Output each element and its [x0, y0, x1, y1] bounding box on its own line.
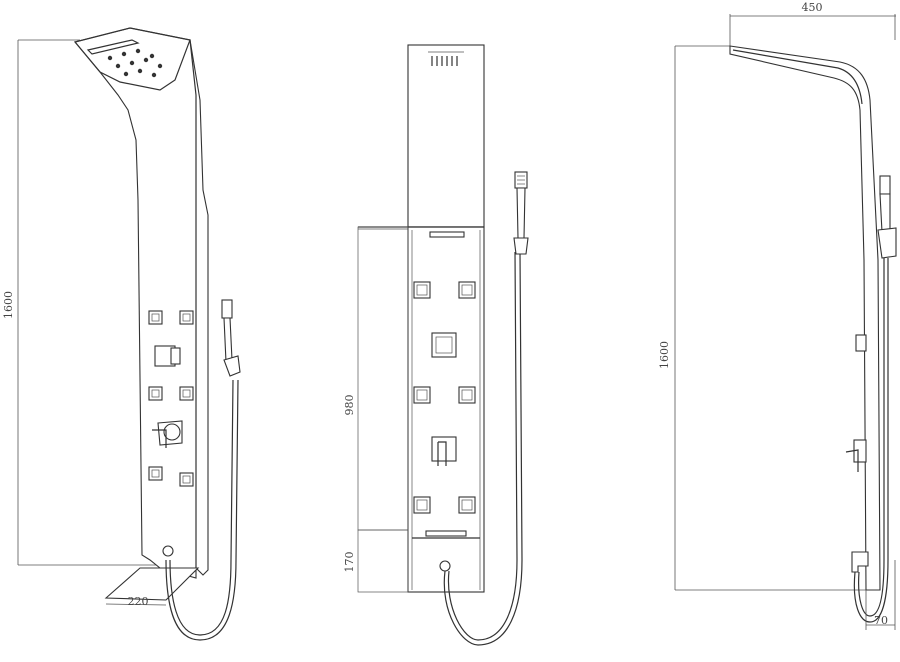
left-nozzle-dots: [107, 48, 163, 78]
right-hose-connector: [851, 551, 869, 573]
left-diverter-knob: [154, 345, 181, 367]
middle-upper-column: [407, 44, 485, 228]
left-panel-edge: [189, 39, 197, 570]
middle-mixer: [431, 436, 457, 466]
middle-hose: [443, 251, 523, 646]
middle-top-nozzles: [428, 51, 464, 66]
middle-top-bar: [429, 231, 465, 238]
middle-hand-shower: [513, 171, 529, 255]
middle-dim-box-upper: [357, 226, 409, 531]
left-height-label: 1600: [2, 291, 15, 319]
left-hand-shower: [221, 299, 241, 377]
left-mixer-lever: [152, 420, 183, 448]
right-panel-profile: [729, 45, 881, 591]
middle-height-label: 980: [343, 395, 356, 416]
left-depth-label: 220: [128, 595, 149, 608]
left-nozzle-slot: [86, 39, 140, 55]
left-hose: [165, 379, 239, 641]
left-panel-body: [74, 27, 209, 579]
right-width-label: 450: [802, 1, 823, 14]
middle-hose-outlet: [439, 560, 451, 572]
left-showerhead: [73, 27, 191, 91]
middle-view: 980 170: [343, 44, 529, 646]
middle-dim-box-lower: [357, 529, 409, 593]
left-body-jets: [148, 310, 194, 487]
right-mixer: [845, 439, 867, 472]
right-height-label: 1600: [658, 341, 671, 369]
right-diverter: [855, 334, 867, 352]
middle-hose-inner: [447, 251, 518, 641]
left-view: 1600: [2, 27, 241, 641]
left-hose-outlet: [162, 545, 174, 557]
right-hand-shower: [877, 175, 897, 259]
left-depth-dim-line: [105, 603, 167, 606]
left-hose-inner: [169, 379, 234, 636]
right-depth-label: 70: [874, 614, 888, 627]
right-hose: [853, 258, 889, 623]
left-base-foot: [104, 567, 200, 601]
middle-bottom-label: 170: [343, 552, 356, 573]
right-hose-inner: [858, 258, 885, 617]
middle-bottom-bar: [425, 530, 467, 537]
middle-diverter: [431, 332, 457, 358]
right-view: 450 1600 70: [658, 1, 897, 630]
middle-body-jets: [413, 281, 476, 514]
